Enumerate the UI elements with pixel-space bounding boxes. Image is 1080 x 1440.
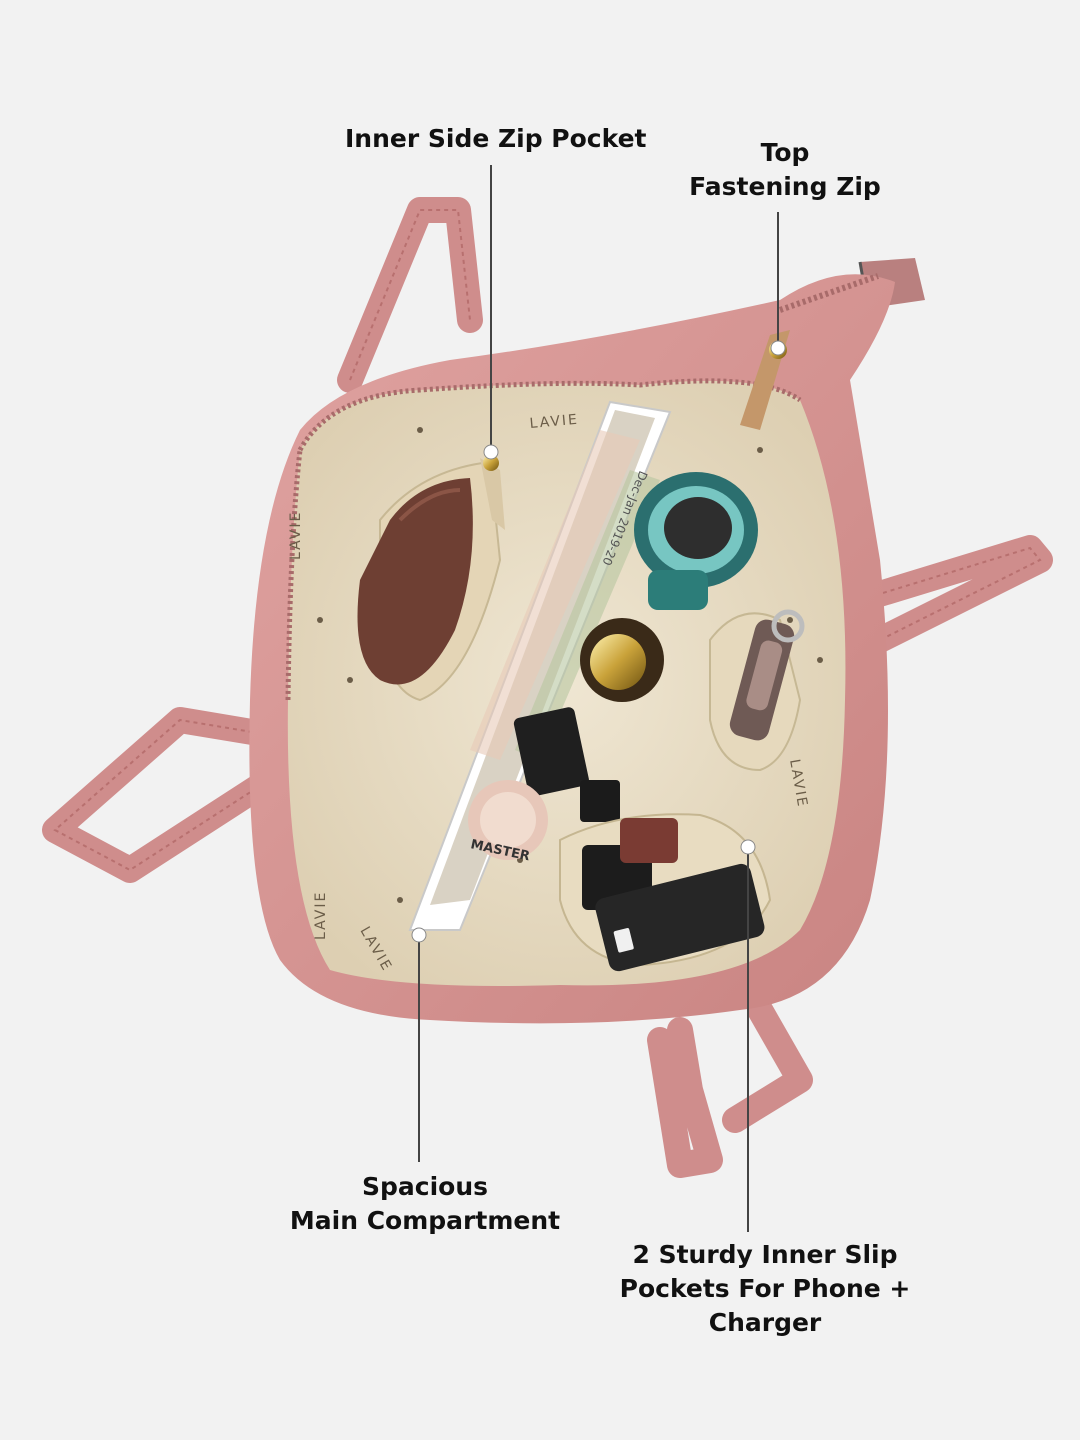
callout-leader-lines <box>418 165 779 1232</box>
slip-pocket-marker <box>740 839 756 855</box>
svg-text:LAVIE: LAVIE <box>313 891 329 940</box>
callout-line: Charger <box>708 1308 822 1337</box>
svg-text:LAVIE: LAVIE <box>529 412 580 432</box>
main-compartment-marker <box>411 927 427 943</box>
spacious-main-compartment-label: Spacious Main Compartment <box>270 1170 580 1238</box>
cosmetics: MASTER <box>468 707 620 864</box>
inner-zip-marker <box>483 444 499 460</box>
callout-line: Inner Side Zip Pocket <box>345 124 647 153</box>
perfume-bottle <box>580 618 664 702</box>
callout-line: Fastening Zip <box>689 172 881 201</box>
top-zip-marker <box>770 340 786 356</box>
inner-side-zip-pocket <box>357 455 505 702</box>
magazine: Dec-Jan 2019-20 <box>408 400 672 931</box>
inner-slip-pockets-label: 2 Sturdy Inner Slip Pockets For Phone + … <box>600 1238 930 1340</box>
callout-line: Spacious <box>361 1172 488 1201</box>
teal-bottle <box>634 472 758 610</box>
top-fastening-zip-label: Top Fastening Zip <box>655 136 915 204</box>
key-slip-pocket <box>709 609 805 772</box>
front-slip-pocket <box>559 813 772 972</box>
callout-line: Top <box>760 138 810 167</box>
callout-line: Pockets For Phone + <box>619 1274 911 1303</box>
callout-line: Main Compartment <box>289 1206 561 1235</box>
inner-side-zip-pocket-label: Inner Side Zip Pocket <box>345 122 647 156</box>
svg-text:LAVIE: LAVIE <box>288 511 304 560</box>
callout-line: 2 Sturdy Inner Slip <box>632 1240 898 1269</box>
